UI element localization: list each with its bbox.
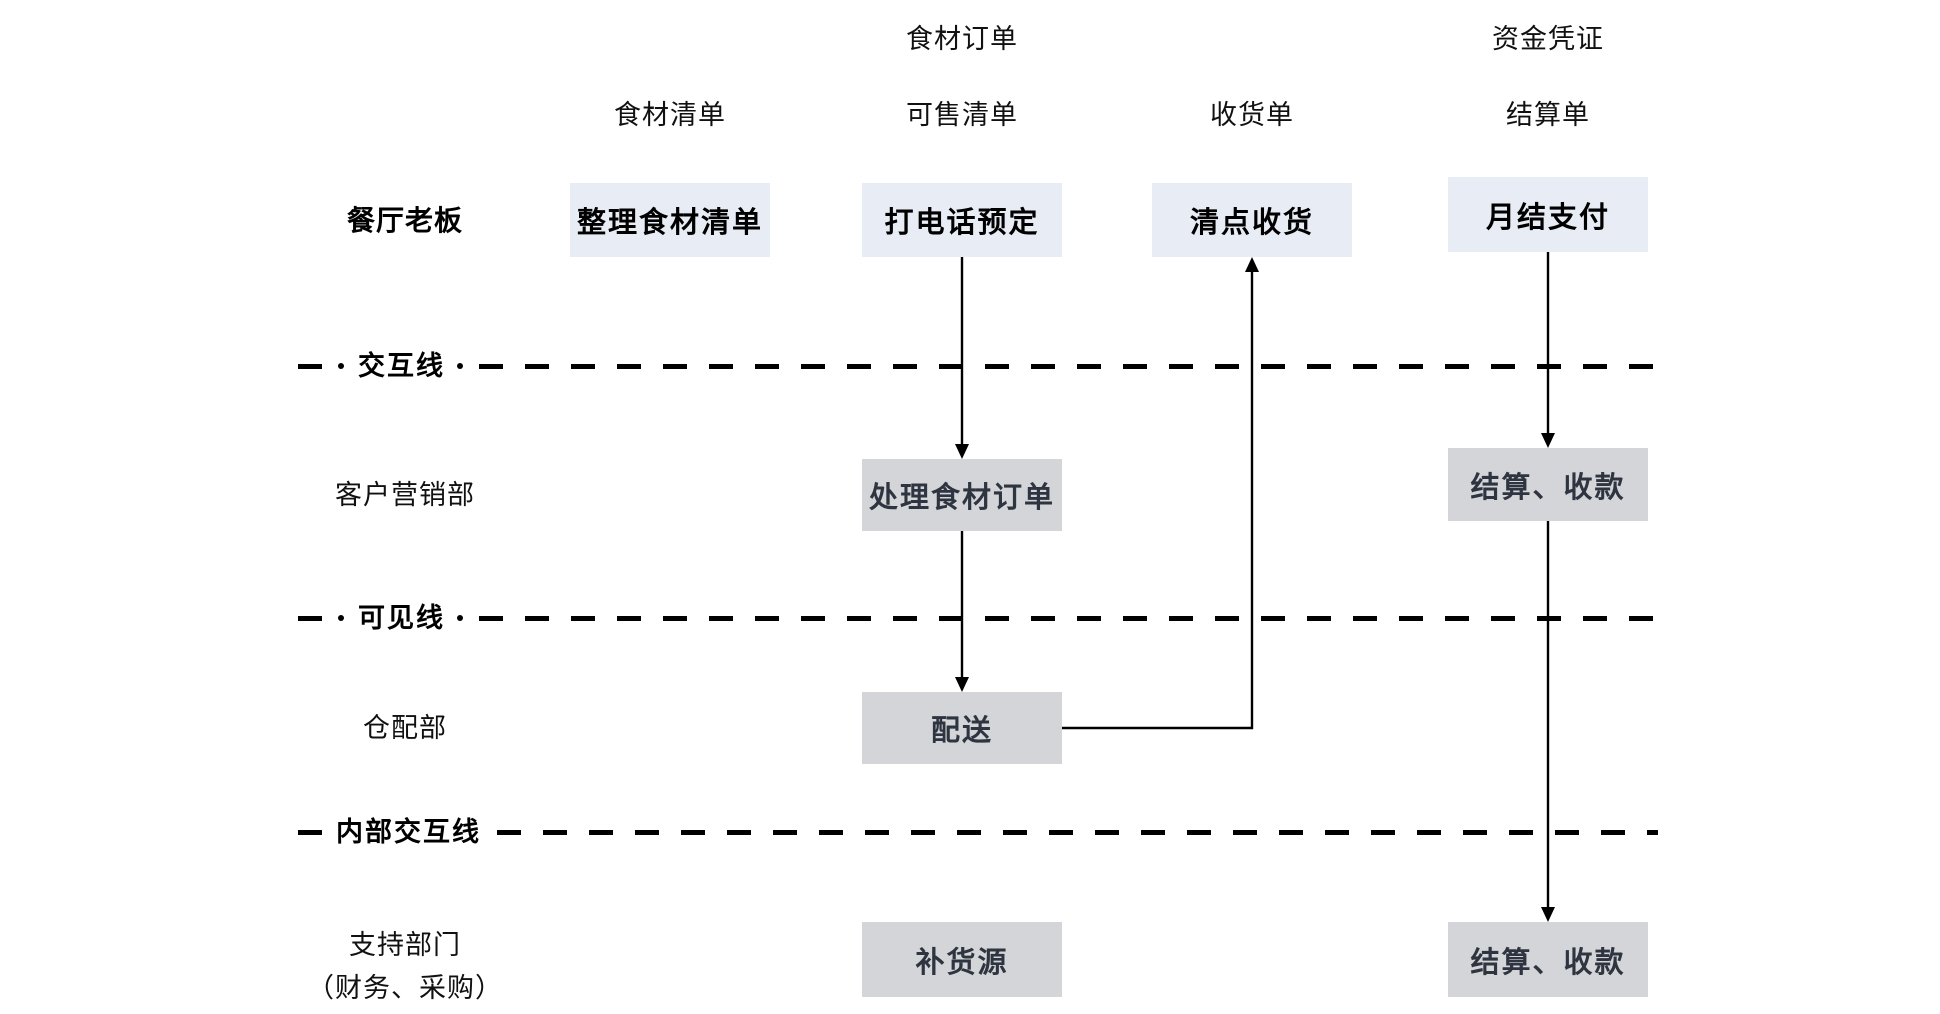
lane-label-customer-marketing: 客户营销部	[335, 480, 475, 510]
node-monthly-payment: 月结支付	[1448, 177, 1648, 252]
arrow-delivery-to-check-goods	[1062, 257, 1259, 730]
lane-label-warehouse-dept: 仓配部	[363, 713, 447, 743]
lane-label-support-line2: （财务、采购）	[307, 973, 503, 1003]
arrow-settle-marketing-to-settle-support	[1541, 521, 1555, 922]
node-phone-order: 打电话预定	[862, 183, 1062, 257]
divider-dash	[298, 829, 322, 835]
divider-dot	[338, 363, 344, 369]
artifact-label-ingredient-list: 食材清单	[614, 100, 726, 130]
divider-dot	[457, 363, 463, 369]
flow-label-fund-voucher: 资金凭证	[1492, 24, 1604, 54]
node-delivery: 配送	[862, 692, 1062, 764]
lane-label-restaurant-owner: 餐厅老板	[346, 205, 463, 236]
divider-label-interaction: 交互线	[358, 351, 445, 381]
divider-dashed-line	[479, 363, 1658, 369]
lane-label-support-dept: 支持部门 （财务、采购）	[255, 924, 555, 1010]
node-process-ingredient-order: 处理食材订单	[862, 459, 1062, 531]
divider-dot	[338, 615, 344, 621]
artifact-label-receiving-note: 收货单	[1210, 100, 1294, 130]
lane-label-support-line1: 支持部门	[349, 930, 461, 960]
node-organize-ingredient-list: 整理食材清单	[570, 183, 770, 257]
divider-interaction-line: 交互线	[298, 348, 1658, 384]
divider-dash	[298, 363, 322, 369]
divider-dashed-line	[497, 829, 1658, 835]
divider-visibility-line: 可见线	[298, 600, 1658, 636]
artifact-label-settlement-note: 结算单	[1506, 100, 1590, 130]
node-check-and-receive-goods: 清点收货	[1152, 183, 1352, 257]
divider-dash	[298, 615, 322, 621]
artifact-label-sellable-list: 可售清单	[906, 100, 1018, 130]
divider-dashed-line	[479, 615, 1658, 621]
node-settle-collect-marketing: 结算、收款	[1448, 448, 1648, 521]
divider-dot	[457, 615, 463, 621]
node-settle-collect-support: 结算、收款	[1448, 922, 1648, 997]
node-replenish-source: 补货源	[862, 922, 1062, 997]
divider-label-internal-interaction: 内部交互线	[336, 817, 481, 847]
divider-internal-interaction-line: 内部交互线	[298, 814, 1658, 850]
divider-label-visibility: 可见线	[358, 603, 445, 633]
flow-label-ingredient-order: 食材订单	[906, 24, 1018, 54]
